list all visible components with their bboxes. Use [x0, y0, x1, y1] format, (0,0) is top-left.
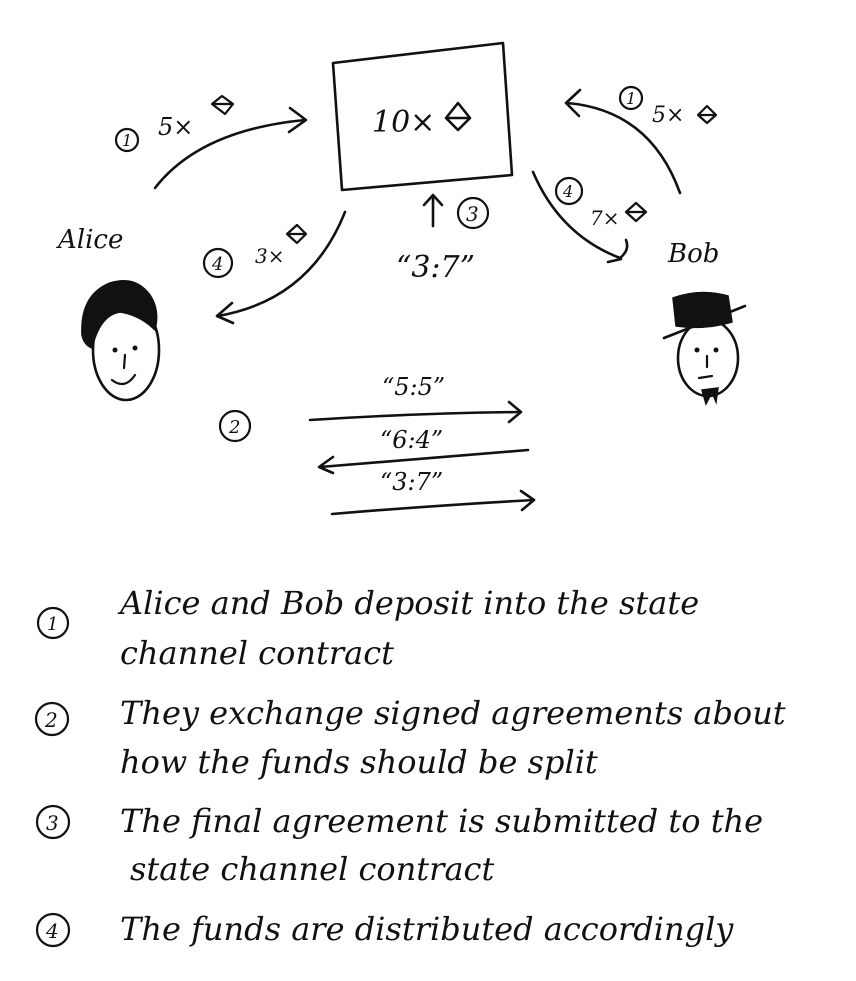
svg-text:4: 4 — [45, 919, 59, 943]
step-1-text-line1: Alice and Bob deposit into the state — [117, 584, 699, 622]
bob-deposit-flow: 1 5× — [564, 85, 718, 195]
svg-text:2: 2 — [44, 708, 58, 732]
step-marker-1 — [114, 127, 140, 153]
bob-payout-amount: 7× — [590, 206, 619, 230]
list-item: 2 They exchange signed agreements about … — [34, 694, 786, 781]
bob-beard — [701, 387, 719, 407]
message-3: “3:7” — [380, 468, 443, 496]
svg-text:1: 1 — [47, 614, 58, 635]
message-exchange: 2 “5:5” “6:4” “3:7” — [218, 373, 536, 516]
step-marker-4 — [202, 247, 234, 279]
message-arrow-2 — [318, 448, 530, 469]
ether-diamond-icon — [444, 101, 472, 132]
bob-avatar: Bob — [662, 239, 747, 407]
alice-hair — [81, 280, 158, 349]
step-list: 1 Alice and Bob deposit into the state c… — [34, 584, 786, 948]
message-arrow-3 — [330, 498, 536, 516]
step-marker-3 — [456, 196, 490, 230]
alice-deposit-flow: 1 5× — [114, 94, 308, 190]
alice-payout-flow: 4 3× — [202, 210, 347, 325]
bob-payout-arrow — [531, 170, 629, 260]
step-3-text-line1: The final agreement is submitted to the — [120, 802, 763, 840]
svg-text:3: 3 — [46, 811, 59, 835]
message-arrow-1 — [308, 410, 522, 422]
alice-payout-amount: 3× — [255, 244, 284, 268]
step-2-text-line1: They exchange signed agreements about — [120, 694, 786, 732]
ether-diamond-icon — [624, 201, 648, 223]
step-2-text-line2: how the funds should be split — [120, 743, 598, 781]
ether-diamond-icon — [285, 223, 308, 245]
svg-text:1: 1 — [122, 131, 132, 150]
alice-deposit-arrow — [153, 118, 307, 190]
list-item: 1 Alice and Bob deposit into the state c… — [36, 584, 699, 672]
step-3-text-line2: state channel contract — [130, 850, 494, 888]
list-item: 3 The final agreement is submitted to th… — [35, 802, 763, 888]
ether-diamond-icon — [696, 104, 718, 125]
list-item: 4 The funds are distributed accordingly — [35, 910, 734, 948]
bob-hat — [672, 291, 733, 329]
step-marker-4 — [554, 176, 584, 206]
submission-label: “3:7” — [396, 250, 475, 285]
step-1-text-line2: channel contract — [120, 634, 394, 672]
svg-text:2: 2 — [228, 417, 240, 438]
state-channel-contract-box: 10× — [331, 41, 514, 192]
bob-deposit-amount: 5× — [652, 103, 684, 128]
alice-name: Alice — [56, 225, 123, 255]
bob-deposit-arrow — [565, 101, 682, 195]
alice-avatar: Alice — [56, 225, 161, 402]
ether-diamond-icon — [210, 94, 235, 116]
submission-flow: 3 “3:7” — [396, 193, 490, 285]
step-marker-1 — [618, 85, 644, 111]
message-1: “5:5” — [382, 373, 445, 401]
svg-text:4: 4 — [562, 182, 573, 201]
bob-payout-flow: 4 7× — [531, 170, 648, 264]
svg-text:3: 3 — [466, 202, 479, 226]
alice-payout-arrow — [216, 210, 347, 318]
step-4-text-line1: The funds are distributed accordingly — [120, 910, 734, 948]
alice-deposit-amount: 5× — [158, 113, 193, 141]
svg-text:1: 1 — [626, 89, 636, 108]
bob-name: Bob — [667, 239, 719, 269]
message-2: “6:4” — [380, 426, 443, 454]
step-marker-2 — [218, 409, 252, 443]
svg-text:4: 4 — [211, 254, 223, 275]
contract-amount: 10× — [372, 105, 435, 140]
